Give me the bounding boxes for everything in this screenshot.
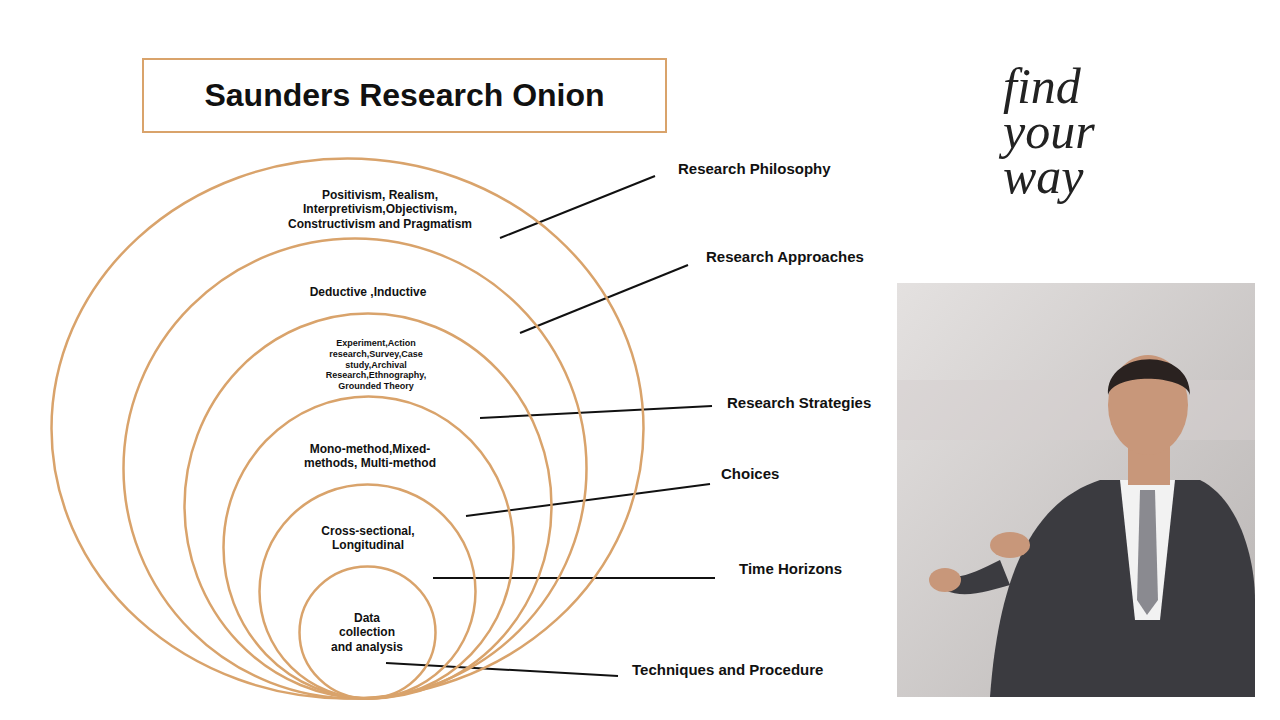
logo-text: find your way	[1003, 64, 1133, 199]
layer-text: Deductive ,Inductive	[268, 285, 468, 299]
layer-text: Mono-method,Mixed-methods, Multi-method	[295, 442, 445, 471]
onion-layer: Experiment,Action research,Survey,Case s…	[183, 312, 553, 700]
layer-name: Choices	[721, 465, 779, 482]
leader-line	[386, 176, 715, 676]
title: Saunders Research Onion	[204, 77, 604, 114]
layer-name: Techniques and Procedure	[632, 661, 823, 678]
layer-name: Time Horizons	[739, 560, 842, 577]
layer-outline	[258, 483, 477, 700]
layer-text: Cross-sectional, Longitudinal	[313, 524, 423, 553]
onion-layer: Mono-method,Mixed-methods, Multi-methodC…	[222, 395, 515, 700]
layer-text: Positivism, Realism, Interpretivism,Obje…	[280, 188, 480, 231]
title-box: Saunders Research Onion	[142, 58, 667, 133]
onion-layer: Deductive ,InductiveExperiment,Action re…	[122, 237, 588, 700]
layer-name: Research Approaches	[706, 248, 864, 265]
onion-layer: Cross-sectional, LongitudinalData collec…	[258, 483, 477, 700]
onion-layer: Data collection and analysis	[298, 565, 437, 700]
layer-name: Research Philosophy	[678, 160, 831, 177]
layer-name: Research Strategies	[727, 394, 871, 411]
speaker-photo	[897, 283, 1255, 697]
onion-layer: Positivism, Realism, Interpretivism,Obje…	[50, 157, 645, 700]
layer-text: Data collection and analysis	[327, 611, 407, 654]
layer-text: Experiment,Action research,Survey,Case s…	[311, 338, 441, 392]
